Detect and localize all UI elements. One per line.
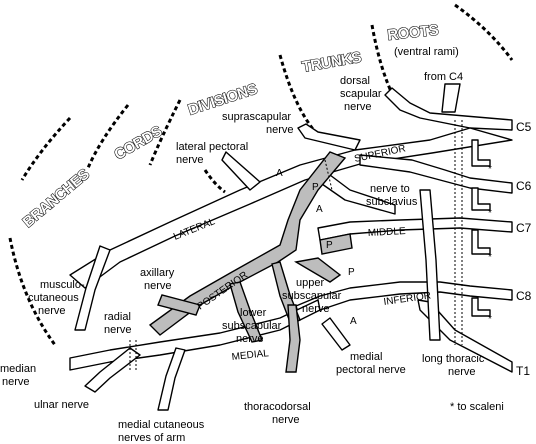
label-upper-subscapular: upper subscapular nerve xyxy=(282,277,344,315)
c5-root xyxy=(384,87,513,131)
root-c7: C7 xyxy=(516,221,532,235)
zone-line-cords-2 xyxy=(148,99,182,166)
posterior-cord-body xyxy=(148,151,347,336)
division-labels: A A A P P P xyxy=(276,168,357,327)
label-ulnar: ulnar nerve xyxy=(34,399,89,411)
posterior-division-inferior xyxy=(294,257,342,283)
label-suprascapular: suprascapular nerve xyxy=(222,111,294,136)
c4-contribution xyxy=(441,83,461,113)
nerve-labels: dorsal scapular nerve suprascapular nerv… xyxy=(0,75,504,444)
long-thoracic-branch xyxy=(419,189,441,341)
division-dash-1 xyxy=(324,159,333,191)
label-lateral-pectoral: lateral pectoral nerve xyxy=(176,141,251,166)
label-from-c4: from C4 xyxy=(424,71,463,83)
division-a-3: A xyxy=(350,316,357,327)
header-roots: ROOTS xyxy=(387,22,440,44)
label-scaleni-note: * to scaleni xyxy=(450,401,504,413)
c6-root xyxy=(359,154,513,194)
division-markers xyxy=(129,120,463,370)
posterior-cord xyxy=(148,151,353,373)
root-labels: C5 C6 C7 C8 T1 from C4 xyxy=(424,71,532,378)
scaleni-twig-c6 xyxy=(471,187,491,211)
scaleni-twig-c8 xyxy=(471,297,491,317)
cord-medial: MEDIAL xyxy=(231,348,270,363)
medial-cutaneous-branch xyxy=(157,347,186,411)
label-nerve-to-subclavius: nerve to subclavius xyxy=(366,183,418,208)
division-p-1: P xyxy=(312,182,319,193)
division-p-3: P xyxy=(348,267,355,278)
nerve-paths xyxy=(69,83,513,411)
label-axillary: axillary nerve xyxy=(140,267,177,292)
root-t1: T1 xyxy=(516,364,530,378)
label-long-thoracic: long thoracic nerve xyxy=(422,353,487,378)
header-branches: BRANCHES xyxy=(20,166,93,231)
scaleni-twig-c5 xyxy=(471,139,491,167)
zone-line-divisions xyxy=(278,54,320,137)
asterisk-c7: * xyxy=(488,252,492,263)
lower-subscapular-branch xyxy=(229,281,263,343)
zone-line-cords xyxy=(86,104,130,169)
label-dorsal-scapular: dorsal scapular nerve xyxy=(340,75,385,113)
label-medial-pectoral: medial pectoral nerve xyxy=(336,351,406,376)
label-thoracodorsal: thoracodorsal nerve xyxy=(244,401,314,426)
label-medial-cutaneous: medial cutaneous nerves of arm xyxy=(118,419,207,444)
trunk-middle: MIDDLE xyxy=(368,226,407,239)
asterisk-c8: * xyxy=(488,314,492,325)
label-musculocutaneous: musculo- cutaneous nerve xyxy=(28,279,88,317)
musculocutaneous-branch xyxy=(74,245,111,331)
axillary-branch xyxy=(157,294,201,316)
medial-pectoral-branch xyxy=(321,317,351,351)
zone-line-divisions-low xyxy=(203,169,226,194)
thoracodorsal-branch xyxy=(285,304,301,373)
root-c8: C8 xyxy=(516,289,532,303)
scaleni-asterisks: * * * * xyxy=(488,164,492,325)
division-p-2: P xyxy=(326,240,333,251)
header-cords: CORDS xyxy=(112,123,166,164)
zone-line-branches xyxy=(20,116,72,181)
posterior-division-middle xyxy=(319,233,353,255)
asterisk-c6: * xyxy=(488,208,492,219)
root-c5: C5 xyxy=(516,120,532,134)
c7-middle-trunk xyxy=(317,217,513,241)
t1-root xyxy=(417,299,513,373)
label-lower-subscapular: lower subscapular nerve xyxy=(222,307,284,345)
scaleni-twig-c7 xyxy=(471,229,491,255)
division-a-1: A xyxy=(276,168,283,179)
label-median: median nerve xyxy=(0,363,39,388)
lateral-pectoral-branch xyxy=(221,151,261,191)
division-a-2: A xyxy=(316,204,323,215)
zone-line-left xyxy=(8,237,57,346)
header-trunks: TRUNKS xyxy=(301,49,363,76)
root-c6: C6 xyxy=(516,179,532,193)
suprascapular-branch xyxy=(297,123,361,151)
zone-line-roots xyxy=(454,3,514,61)
label-radial: radial nerve xyxy=(104,311,134,336)
header-roots-sub: (ventral rami) xyxy=(394,46,459,58)
asterisk-c5: * xyxy=(488,164,492,175)
